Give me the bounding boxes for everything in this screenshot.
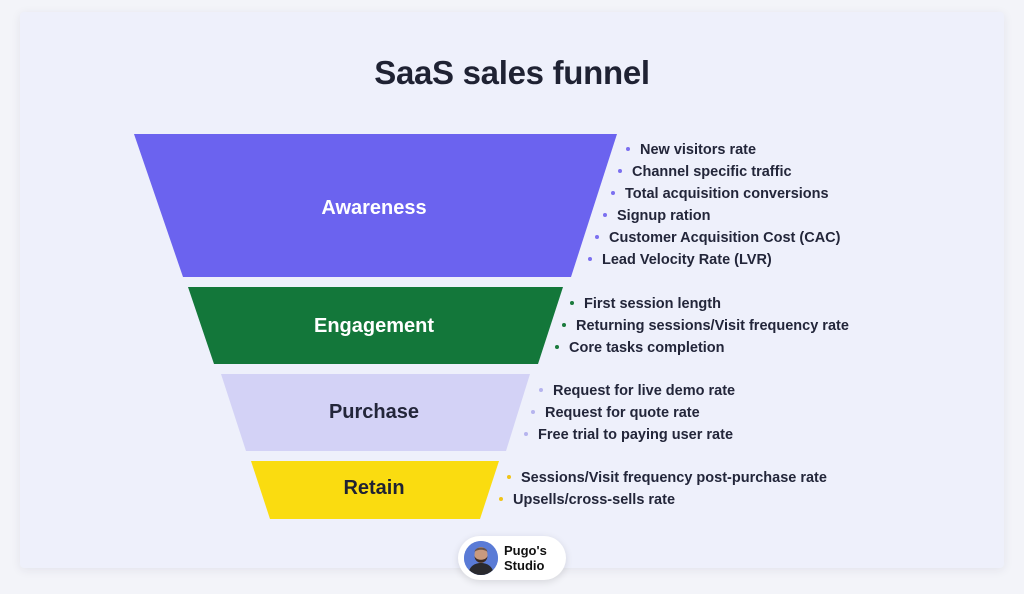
metric-item: Customer Acquisition Cost (CAC) xyxy=(595,227,840,249)
stage-label-engagement: Engagement xyxy=(313,315,435,337)
metric-item: Total acquisition conversions xyxy=(611,183,856,205)
metric-label: Signup ration xyxy=(617,208,711,224)
bullet-dot-icon xyxy=(618,169,622,174)
bullet-dot-icon xyxy=(626,147,630,152)
bullet-dot-icon xyxy=(595,235,599,240)
bullet-dot-icon xyxy=(539,388,543,393)
metric-item: Request for live demo rate xyxy=(539,380,748,402)
metric-item: Channel specific traffic xyxy=(618,161,863,183)
bullet-dot-icon xyxy=(570,301,574,306)
metric-label: Customer Acquisition Cost (CAC) xyxy=(609,230,841,246)
funnel-stage-engagement xyxy=(188,287,563,364)
brand-name-line1: Pugo's xyxy=(504,543,547,558)
bullet-dot-icon xyxy=(555,345,559,350)
metric-item: First session length xyxy=(570,293,857,315)
metric-item: New visitors rate xyxy=(626,139,871,161)
metric-label: Total acquisition conversions xyxy=(625,186,829,202)
funnel-stage-purchase xyxy=(221,374,530,451)
bullet-dot-icon xyxy=(524,432,528,437)
bullet-dot-icon xyxy=(603,213,607,218)
avatar xyxy=(464,541,498,575)
metric-label: Upsells/cross-sells rate xyxy=(513,492,676,508)
metric-item: Signup ration xyxy=(603,205,848,227)
metric-label: Channel specific traffic xyxy=(632,164,792,180)
stage-label-retain: Retain xyxy=(343,477,405,499)
metric-label: Sessions/Visit frequency post-purchase r… xyxy=(521,470,827,486)
bullet-dot-icon xyxy=(507,475,511,480)
stage-label-purchase: Purchase xyxy=(328,401,420,423)
funnel-stage-awareness xyxy=(134,134,617,277)
brand-name-line2: Studio xyxy=(504,558,545,573)
metric-item: Returning sessions/Visit frequency rate xyxy=(562,315,849,337)
metric-item: Free trial to paying user rate xyxy=(524,424,733,446)
bullet-dot-icon xyxy=(562,323,566,328)
retain-metrics-list: Sessions/Visit frequency post-purchase r… xyxy=(499,467,827,511)
funnel-stage-retain xyxy=(251,461,499,519)
brand-badge[interactable]: Pugo's Studio xyxy=(458,536,566,580)
bullet-dot-icon xyxy=(588,257,592,262)
metric-item: Upsells/cross-sells rate xyxy=(499,489,819,511)
metric-label: Free trial to paying user rate xyxy=(538,427,734,443)
metric-label: New visitors rate xyxy=(640,142,757,158)
metric-item: Core tasks completion xyxy=(555,337,842,359)
metric-label: Returning sessions/Visit frequency rate xyxy=(576,318,849,334)
metric-label: Request for quote rate xyxy=(545,405,700,421)
metric-label: Request for live demo rate xyxy=(553,383,736,399)
bullet-dot-icon xyxy=(499,497,503,502)
stage-label-awareness: Awareness xyxy=(321,197,427,219)
person-avatar-icon xyxy=(464,541,498,575)
brand-name: Pugo's Studio xyxy=(504,543,547,573)
engagement-metrics-list: First session length Returning sessions/… xyxy=(555,293,857,359)
metric-item: Sessions/Visit frequency post-purchase r… xyxy=(507,467,827,489)
metric-item: Lead Velocity Rate (LVR) xyxy=(588,249,833,271)
page-title: SaaS sales funnel xyxy=(374,54,650,91)
bullet-dot-icon xyxy=(611,191,615,196)
awareness-metrics-list: New visitors rate Channel specific traff… xyxy=(588,139,871,271)
purchase-metrics-list: Request for live demo rate Request for q… xyxy=(524,380,748,446)
metric-label: First session length xyxy=(584,296,721,312)
metric-item: Request for quote rate xyxy=(531,402,740,424)
metric-label: Lead Velocity Rate (LVR) xyxy=(602,252,772,268)
bullet-dot-icon xyxy=(531,410,535,415)
metric-label: Core tasks completion xyxy=(569,340,725,356)
